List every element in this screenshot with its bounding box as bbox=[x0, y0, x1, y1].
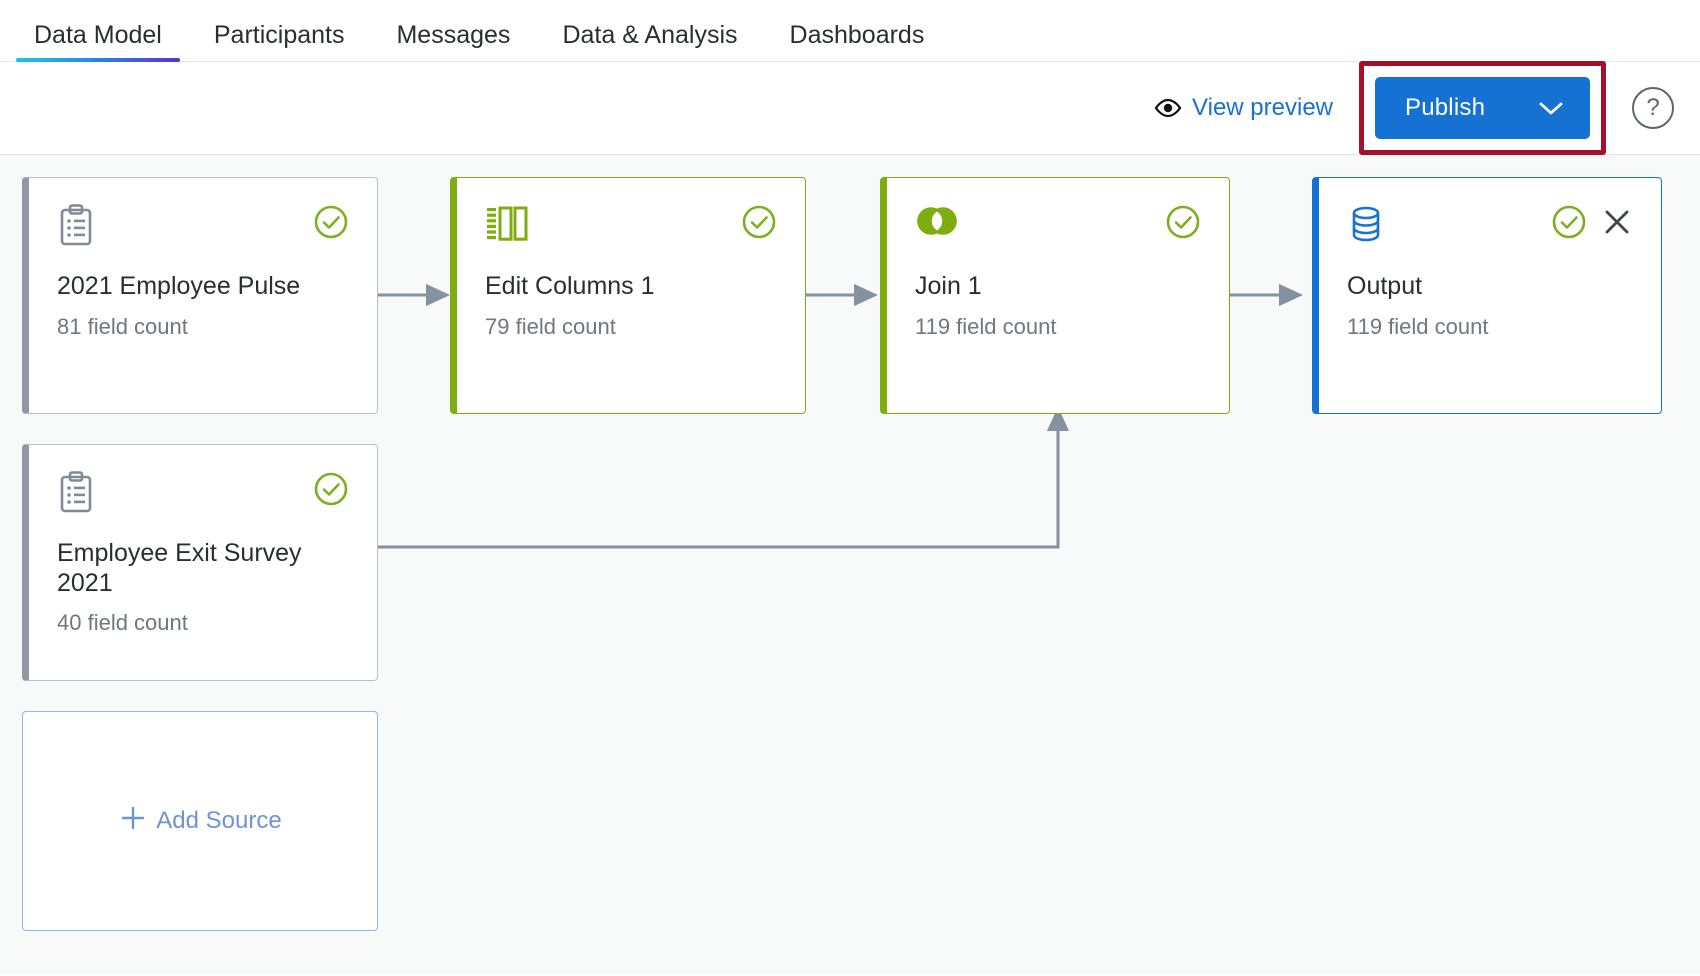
node-title: Output bbox=[1347, 272, 1423, 300]
check-circle-icon bbox=[313, 471, 349, 512]
node-employee-exit-survey-2021[interactable]: Employee Exit Survey 2021 40 field count bbox=[22, 444, 378, 681]
publish-button[interactable]: Publish bbox=[1375, 77, 1590, 139]
node-title: Employee Exit Survey 2021 bbox=[57, 539, 302, 597]
help-icon[interactable]: ? bbox=[1632, 87, 1674, 129]
check-circle-icon bbox=[1165, 204, 1201, 245]
node-title: Join 1 bbox=[915, 272, 982, 300]
help-label: ? bbox=[1646, 94, 1660, 121]
node-field-count: 79 field count bbox=[485, 313, 616, 339]
node-field-count: 81 field count bbox=[57, 313, 188, 339]
tab-data-model[interactable]: Data Model bbox=[8, 23, 188, 62]
close-icon[interactable] bbox=[1601, 206, 1633, 243]
plus-icon bbox=[118, 803, 148, 840]
clipboard-survey-icon bbox=[57, 471, 95, 520]
data-model-canvas: 2021 Employee Pulse 81 field count bbox=[0, 155, 1700, 975]
view-preview-label: View preview bbox=[1192, 94, 1333, 121]
node-title: 2021 Employee Pulse bbox=[57, 272, 301, 300]
node-field-count: 119 field count bbox=[1347, 313, 1489, 339]
node-status bbox=[313, 204, 349, 245]
node-output[interactable]: Output 119 field count bbox=[1312, 177, 1662, 414]
check-circle-icon bbox=[1551, 204, 1587, 245]
node-status bbox=[313, 471, 349, 512]
check-circle-icon bbox=[313, 204, 349, 245]
node-header bbox=[57, 204, 349, 250]
eye-icon bbox=[1153, 98, 1183, 118]
node-status bbox=[1551, 204, 1633, 245]
node-header bbox=[57, 471, 349, 517]
top-tab-bar: Data Model Participants Messages Data & … bbox=[0, 0, 1700, 62]
node-field-count: 119 field count bbox=[915, 313, 1057, 339]
node-join-1[interactable]: Join 1 119 field count bbox=[880, 177, 1230, 414]
chevron-down-icon[interactable] bbox=[1538, 100, 1564, 116]
check-circle-icon bbox=[741, 204, 777, 245]
tab-participants[interactable]: Participants bbox=[213, 21, 345, 49]
node-title: Edit Columns 1 bbox=[485, 272, 655, 300]
node-status bbox=[1165, 204, 1201, 245]
node-header bbox=[1347, 204, 1633, 250]
add-source-label: Add Source bbox=[156, 807, 282, 834]
database-icon bbox=[1347, 204, 1385, 251]
venn-join-icon bbox=[915, 204, 959, 243]
clipboard-survey-icon bbox=[57, 204, 95, 253]
node-header bbox=[915, 204, 1201, 250]
action-bar: View preview Publish ? bbox=[0, 61, 1700, 155]
add-source-card[interactable]: Add Source bbox=[22, 711, 378, 931]
node-2021-employee-pulse[interactable]: 2021 Employee Pulse 81 field count bbox=[22, 177, 378, 414]
node-status bbox=[741, 204, 777, 245]
node-header bbox=[485, 204, 777, 250]
view-preview-button[interactable]: View preview bbox=[1153, 94, 1333, 122]
tab-data-and-analysis[interactable]: Data & Analysis bbox=[562, 21, 738, 49]
columns-icon bbox=[485, 204, 529, 249]
tab-messages[interactable]: Messages bbox=[396, 21, 511, 49]
node-field-count: 40 field count bbox=[57, 610, 188, 635]
publish-label: Publish bbox=[1405, 94, 1486, 121]
node-edit-columns-1[interactable]: Edit Columns 1 79 field count bbox=[450, 177, 806, 414]
publish-highlight-box: Publish bbox=[1359, 61, 1606, 155]
tab-dashboards[interactable]: Dashboards bbox=[789, 21, 925, 49]
add-source-inner: Add Source bbox=[118, 803, 282, 840]
